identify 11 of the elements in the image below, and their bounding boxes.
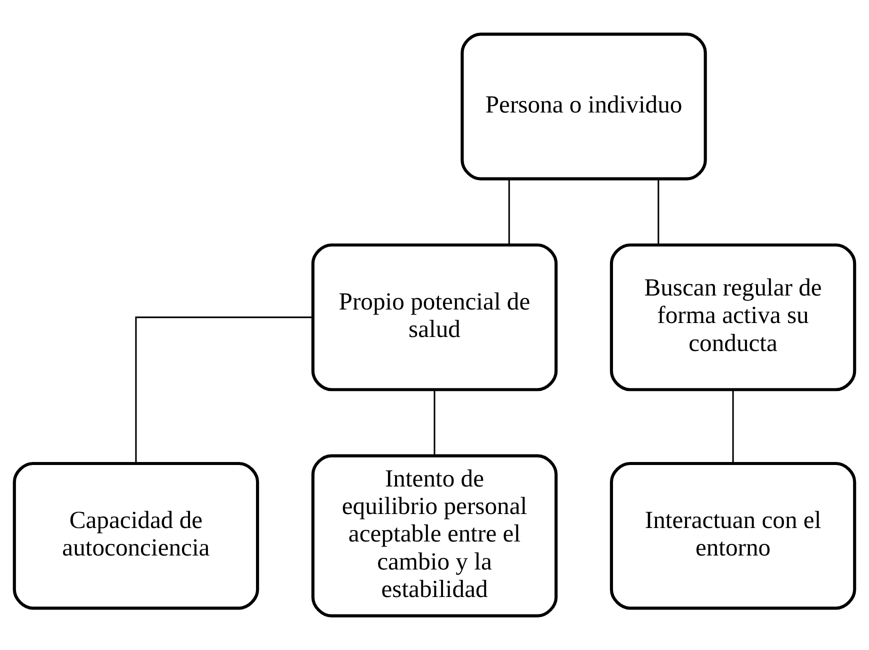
connector [658,179,660,245]
node-box: Intento de equilibrio personal aceptable entre el cambio y la estabilidad [311,454,558,618]
node-box: Propio potencial de salud [311,243,558,392]
node-box: Interactuan con el entorno [610,462,856,610]
connector [434,390,436,456]
node-box: Capacidad de autoconciencia [12,462,260,610]
connector [508,179,510,245]
connector [732,390,734,464]
node-box: Persona o individuo [460,32,707,180]
connector [135,316,313,464]
node-box: Buscan regular de forma activa su conducta [610,243,856,392]
